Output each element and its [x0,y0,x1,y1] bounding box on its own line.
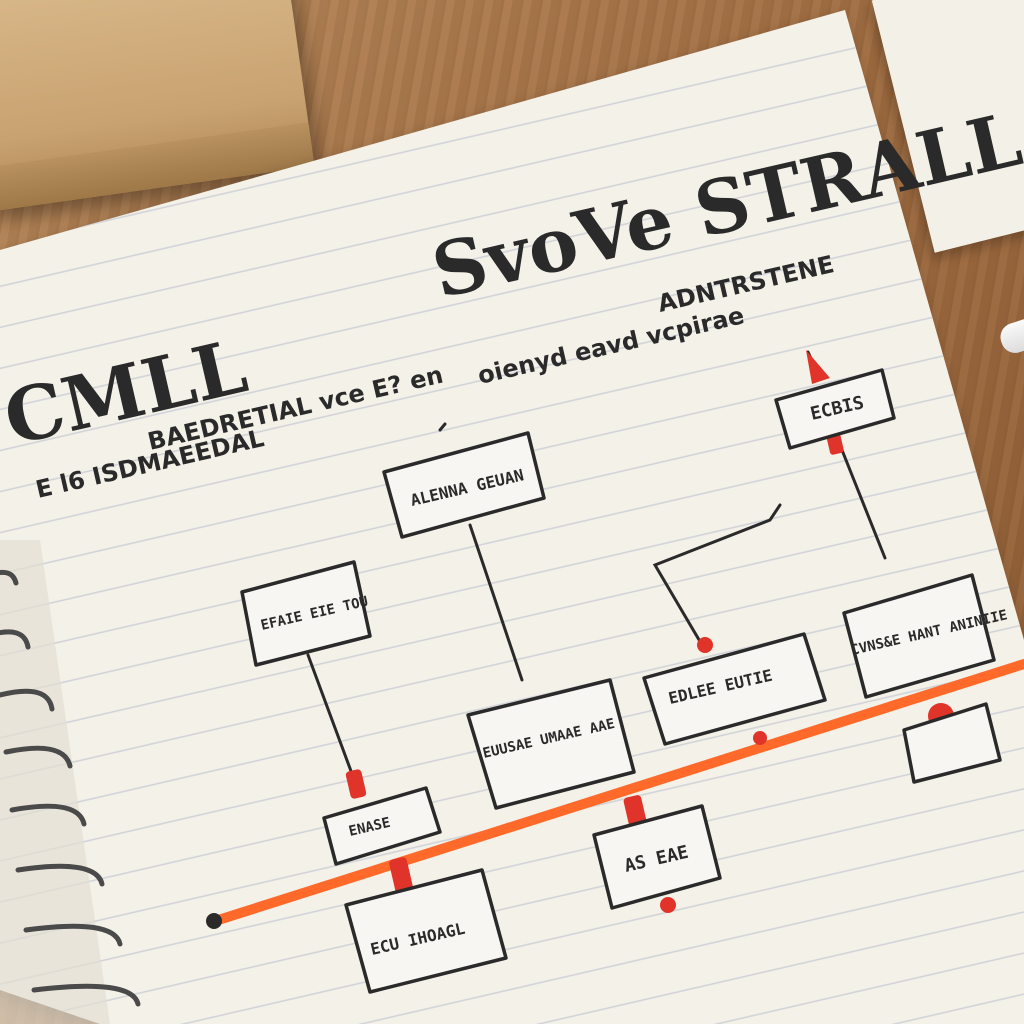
red-marker [753,731,767,745]
box-right [842,573,996,699]
red-marker [806,350,830,384]
ring [0,688,55,712]
ring [0,569,19,586]
ruled-lines [0,10,1024,1024]
ring [0,629,31,650]
connector [652,503,782,652]
ring [15,863,105,887]
box-bottom-center [592,804,722,910]
red-marker [389,857,413,893]
connector [468,523,524,682]
red-marker [660,897,676,913]
ring [31,983,141,1007]
ring [3,745,73,769]
box-top [774,368,896,450]
ring [9,803,87,827]
box-center [466,678,636,810]
timeline-start-dot [206,913,222,929]
red-marker [345,769,367,799]
box-mid-right [642,632,827,746]
ring [23,923,123,947]
timeline-line [207,659,1024,927]
page-edge [0,540,110,1024]
red-marker [623,795,647,827]
box-small-right [902,702,1002,784]
spiral-binding [0,569,141,1007]
box-left [240,560,372,667]
box-bottom-left [344,868,508,994]
red-marker [697,637,713,653]
box-upper-mid [382,431,546,539]
connector [438,422,447,432]
box-bottom-left-small [322,786,442,866]
connector [838,443,887,560]
connector [306,653,360,792]
